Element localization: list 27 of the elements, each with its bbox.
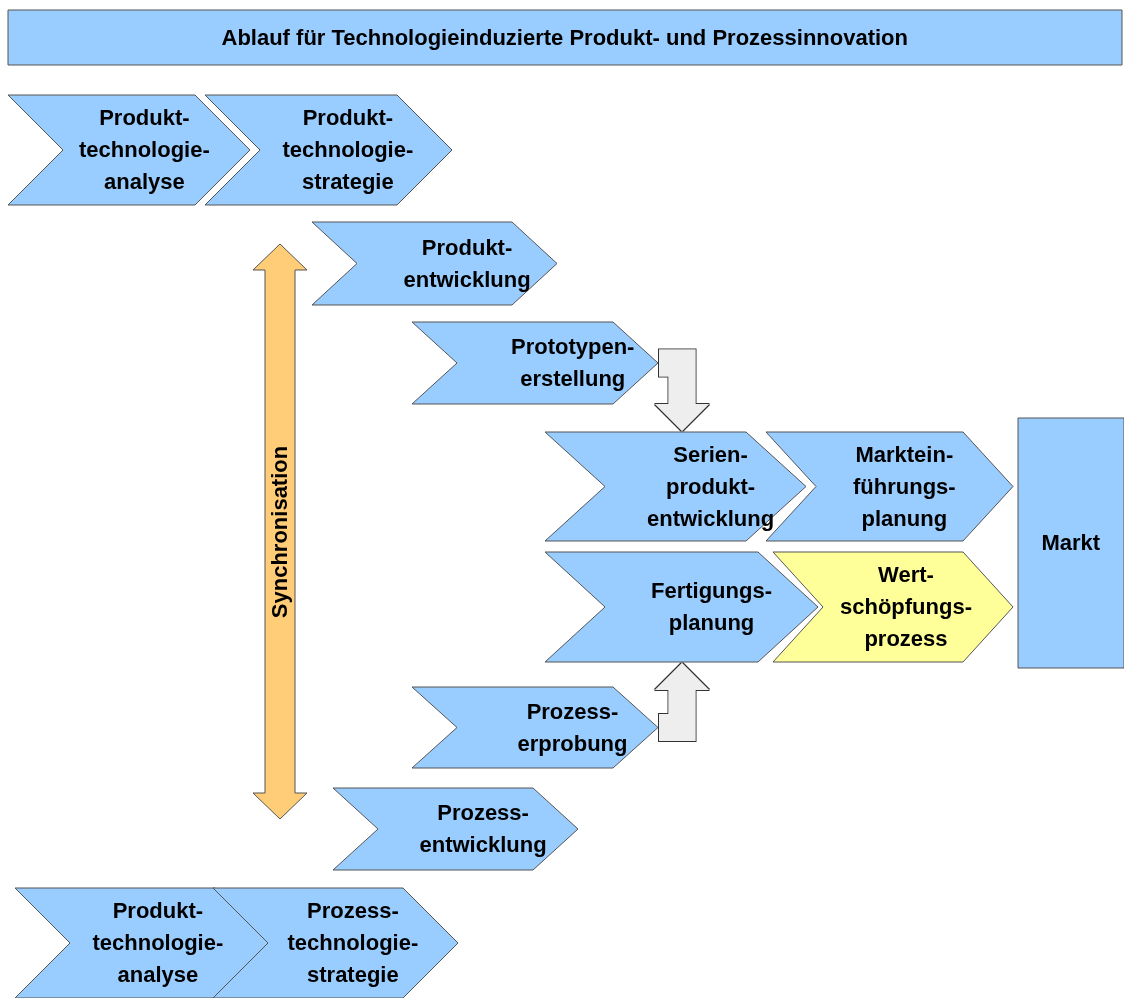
double-arrow [252, 244, 308, 819]
chevron-step [545, 552, 818, 662]
step-label: Wert- schöpfungs- prozess [840, 561, 972, 653]
step-label: Produkt- technologie- strategie [282, 104, 414, 196]
step-label: Prozess- entwicklung [419, 799, 547, 859]
block-arrow [655, 349, 709, 431]
step-label: Prototypen- erstellung [511, 333, 635, 393]
step-label: Markt [1041, 529, 1101, 557]
step-label: Fertigungs- planung [651, 577, 772, 637]
step-label: Serien- produkt- entwicklung [647, 440, 775, 533]
chevron-step [312, 222, 557, 305]
step-label: Prozess- erprobung [517, 697, 628, 758]
chevron-step [545, 432, 806, 541]
step-label: Marktein- führungs- planung [853, 440, 956, 533]
title-band [8, 10, 1122, 65]
block-arrow [655, 663, 709, 741]
chevron-step [412, 687, 658, 768]
chevron-step [412, 322, 658, 404]
step-label: Synchronisation [266, 445, 294, 618]
step-label: Produkt- entwicklung [403, 233, 531, 294]
chevron-step [773, 552, 1013, 662]
step-label: Ablauf für Technologieinduzierte Produkt- und Prozessinnovation [221, 23, 908, 52]
process-box [1018, 418, 1124, 668]
step-label: Prozess- technologie- strategie [287, 897, 419, 989]
step-label: Produkt- technologie- analyse [79, 104, 210, 196]
step-label: Produkt- technologie- analyse [92, 897, 224, 989]
chevron-step [333, 788, 578, 870]
